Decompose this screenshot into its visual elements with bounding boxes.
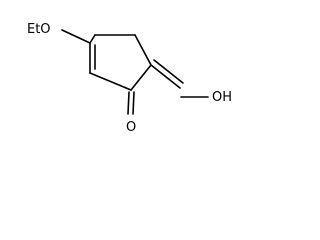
bond-c4-c5 [89,72,132,91]
bond-c3-c4 [130,64,152,91]
bond-c2-c3 [134,34,152,66]
atom-label-ethoxy: EtO [27,22,51,37]
bond-c6-c1 [89,34,96,44]
chemical-structure-diagram: EtO O OH [27,22,232,135]
bond-c6-o-ethoxy [61,29,91,44]
bond-exocyclic-1 [150,64,181,89]
bond-carbonyl-1 [127,91,130,115]
bond-exocyclic-2 [153,59,184,84]
atom-label-hydroxyl: OH [212,90,232,105]
bond-carbonyl-2 [132,91,135,115]
atom-label-carbonyl-oxygen: O [126,120,136,135]
